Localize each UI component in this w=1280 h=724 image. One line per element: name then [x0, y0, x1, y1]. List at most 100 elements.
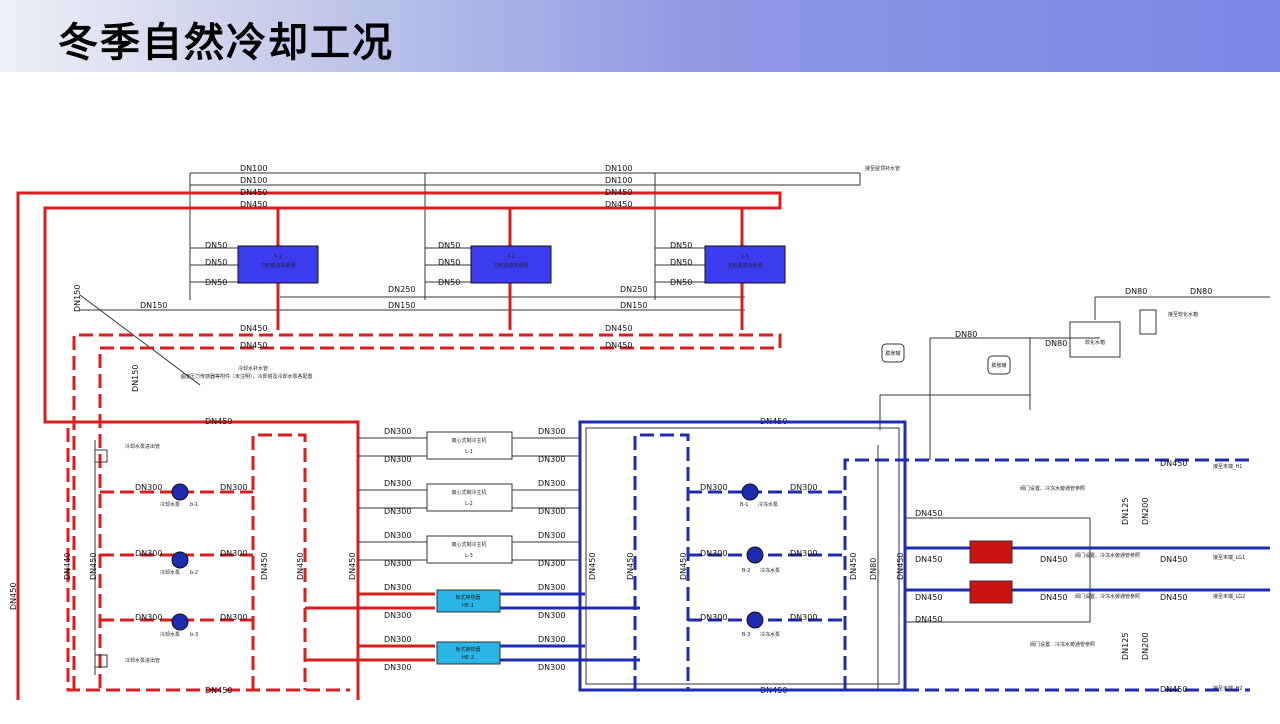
dn-label: DN300 [538, 611, 565, 620]
dn-label: DN50 [670, 258, 692, 267]
dn-label: DN450 [240, 200, 267, 209]
dn-label: DN450 [9, 583, 18, 610]
pump-id: B-2 [742, 568, 750, 574]
water-makeup-section: 软化水箱 DN80 DN80 DN80 DN80 接至软化水箱 [879, 287, 1270, 460]
dn-label: DN450 [296, 553, 305, 580]
dn-label: DN450 [1040, 555, 1067, 564]
dn-label: DN450 [915, 509, 942, 518]
dn-label: DN50 [438, 278, 460, 287]
note-text: 阀门设置、冷冻水旁通管参照 [1020, 485, 1085, 492]
dn-label: DN450 [1160, 459, 1187, 468]
dn-label: DN80 [1190, 287, 1212, 296]
dn-label: DN450 [240, 324, 267, 333]
tower-id: T-2 [506, 254, 515, 260]
dn-label: DN100 [240, 176, 267, 185]
chiller-id: L-3 [465, 553, 473, 559]
dn-label: DN450 [89, 553, 98, 580]
dn-label: DN200 [1141, 633, 1150, 660]
plate-exchanger-2: 板式换热器 HE-2 [436, 641, 501, 665]
dn-label: DN450 [626, 553, 635, 580]
dn-label: DN300 [384, 611, 411, 620]
chilled-dn: DN300 DN300 DN300 DN300 DN300 DN300 [700, 483, 817, 622]
dn-label: DN450 [588, 553, 597, 580]
chiller-2: 离心式制冷主机 L-2 [426, 483, 513, 512]
dn-label: DN50 [438, 241, 460, 250]
hvac-diagram: .red { stroke:#d81e1e; fill:none; } .red… [0, 72, 1280, 720]
pump-id: b-3 [190, 632, 198, 638]
tank-label: 膨胀罐 [991, 362, 1006, 369]
dn-label: DN125 [1121, 498, 1130, 525]
dn-label: DN450 [915, 615, 942, 624]
dn-label: DN150 [131, 365, 140, 392]
dn-label: DN300 [384, 507, 411, 516]
chiller-id: L-2 [465, 501, 473, 507]
tower-id: T-3 [740, 254, 749, 260]
note-text: 冷却水补水管 [238, 365, 268, 372]
dn-label: DN50 [670, 241, 692, 250]
dn-label: DN300 [538, 479, 565, 488]
note-text: 阀门设置、冷冻水旁通管参照 [1075, 593, 1140, 600]
dn-label: DN300 [384, 559, 411, 568]
dn-label: DN300 [700, 549, 727, 558]
pump-label: 冷却水泵 [160, 569, 180, 576]
pump-label: 冷却水泵 [160, 501, 180, 508]
pump-label: 冷冻水泵 [760, 631, 780, 638]
dn-label: DN80 [1045, 339, 1067, 348]
dn-label: DN300 [220, 613, 247, 622]
dn-label: DN450 [1160, 555, 1187, 564]
dn-label: DN450 [240, 341, 267, 350]
hx-label: 板式换热器 [455, 594, 480, 601]
dn-label: DN150 [620, 301, 647, 310]
chiller-id: L-1 [465, 449, 473, 455]
top-notes: 接至屋顶补水管 冷却水补水管 温度压力传感器等附件（未注明），冷却塔及冷却水泵各… [125, 165, 900, 664]
note-text: 冷却水泵进出管 [125, 657, 160, 664]
tower-label: 方形逆流冷却塔 [493, 262, 528, 269]
page-title: 冬季自然冷却工况 [58, 20, 394, 66]
dn-label: DN50 [205, 258, 227, 267]
cooling-pump-2: 冷却水泵 b-2 [160, 551, 198, 576]
schematic-svg: .red { stroke:#d81e1e; fill:none; } .red… [9, 164, 1270, 700]
dn-label: DN150 [73, 285, 82, 312]
dn-label: DN450 [1160, 685, 1187, 694]
dn-label: DN450 [1160, 593, 1187, 602]
dn-label: DN450 [896, 553, 905, 580]
dn-label: DN200 [1141, 498, 1150, 525]
dn-label: DN300 [538, 531, 565, 540]
softener-label: 软化水箱 [1085, 339, 1105, 346]
hx-label: 板式换热器 [455, 646, 480, 653]
dn-label: DN300 [220, 483, 247, 492]
dn-label: DN300 [384, 583, 411, 592]
chiller-dn: DN300 DN300 DN300 DN300 DN300 DN300 DN30… [384, 427, 565, 672]
dn-label: DN300 [538, 559, 565, 568]
dn-label: DN300 [135, 613, 162, 622]
dn-label: DN300 [538, 583, 565, 592]
dn-label: DN300 [790, 613, 817, 622]
pump-id: b-1 [190, 502, 198, 508]
dn-label: DN100 [240, 164, 267, 173]
dn-label: DN450 [915, 593, 942, 602]
dn-label: DN450 [240, 188, 267, 197]
cooling-tower-2: T-2 方形逆流冷却塔 [470, 245, 552, 284]
dn-label: DN450 [605, 341, 632, 350]
dn-label: DN450 [679, 553, 688, 580]
vertical-dn-labels: DN450 DN440 DN450 DN450 DN450 DN450 DN45… [9, 285, 1150, 660]
dn-label: DN50 [438, 258, 460, 267]
cooling-pump-3: 冷却水泵 b-3 [160, 613, 198, 638]
dn-label: DN250 [620, 285, 647, 294]
output-labels: 接至末端_H1 接至末端_LG1 接至末端_LG2 接至末端_H2 [1213, 463, 1245, 692]
chilled-pump-2: B-2 冷冻水泵 [742, 546, 780, 574]
dn-label: DN125 [1121, 633, 1130, 660]
expansion-tank-1: 膨胀罐 [881, 343, 905, 363]
expansion-tank-2: 膨胀罐 [987, 355, 1011, 375]
dn-label: DN50 [205, 278, 227, 287]
dn-label: DN450 [849, 553, 858, 580]
note-text: 温度压力传感器等附件（未注明），冷却塔及冷却水泵各配置 [180, 373, 313, 380]
dn-label: DN450 [605, 324, 632, 333]
dn-label: DN300 [384, 479, 411, 488]
dn-label: DN80 [1125, 287, 1147, 296]
output-lg1: 接至末端_LG1 [1213, 554, 1245, 561]
dn-label: DN50 [670, 278, 692, 287]
note-text: 阀门设置、冷冻水旁通管参照 [1030, 641, 1095, 648]
chiller-name: 离心式制冷主机 [451, 541, 486, 548]
dn-label: DN300 [384, 455, 411, 464]
